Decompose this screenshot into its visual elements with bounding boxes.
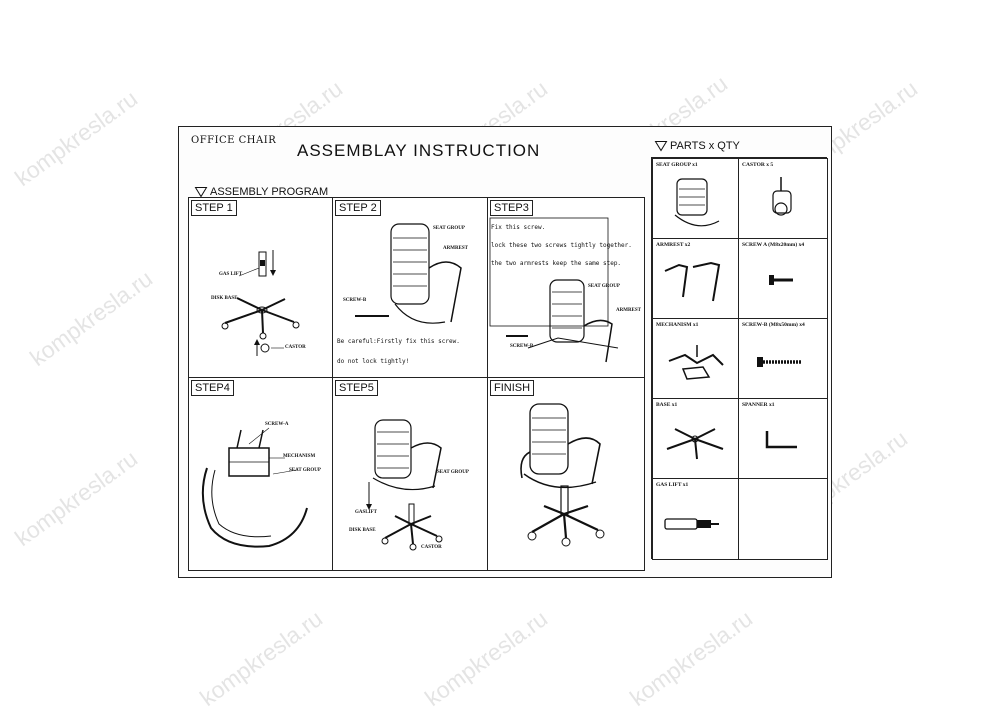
- mechanism-callout: MECHANISM: [283, 454, 316, 459]
- screw-b-icon: [757, 357, 801, 367]
- part-mechanism: MECHANISM x1: [652, 318, 740, 400]
- step-4-label: STEP4: [191, 380, 234, 396]
- part-screw-a: SCREW A (M8x20mm) x4: [738, 238, 828, 320]
- part-spanner: SPANNER x1: [738, 398, 828, 480]
- castor-callout: CASTOR: [421, 545, 442, 550]
- part-armrest: ARMREST x2: [652, 238, 740, 320]
- part-name: GAS LIFT x1: [656, 482, 689, 488]
- parts-label: PARTS x QTY: [670, 140, 740, 152]
- step-5-panel: STEP5 SEAT GROUP: [332, 377, 489, 571]
- gas-lift-icon: [664, 518, 719, 530]
- step-2-note-line-1: Be careful:Firstly fix this screw.: [337, 338, 460, 345]
- part-name: BASE x1: [656, 402, 678, 408]
- step-3-label: STEP3: [490, 200, 533, 216]
- triangle-down-icon: [194, 187, 208, 198]
- step-3-note-line-2: lock these two screws tightly together.: [491, 242, 632, 249]
- gaslift-callout: GASLIFT: [355, 510, 377, 515]
- watermark: kompkresla.ru: [195, 605, 328, 712]
- part-screw-b: SCREW-B (M8x50mm) x4: [738, 318, 828, 400]
- parts-table: SEAT GROUP x1 CASTOR x 5 ARMREST x2: [651, 157, 828, 560]
- part-name: CASTOR x 5: [742, 162, 774, 168]
- armrest-callout: ARMREST: [616, 308, 642, 313]
- part-name: MECHANISM x1: [656, 322, 699, 328]
- watermark: kompkresla.ru: [10, 85, 143, 192]
- assembly-area: STEP 1: [188, 197, 645, 571]
- step-3-panel: STEP3 Fix this screw. lock these two scr…: [487, 197, 645, 379]
- part-gas-lift: GAS LIFT x1: [652, 478, 740, 560]
- office-chair-label: OFFICE CHAIR: [191, 135, 277, 146]
- finish-label: FINISH: [490, 380, 535, 396]
- step-4-panel: STEP4 SCREW-A MECHANISM SEAT GROUP: [188, 377, 334, 571]
- step-2-label: STEP 2: [335, 200, 381, 216]
- disk-base-callout: DISK BASE: [211, 296, 238, 301]
- finish-panel: FINISH: [487, 377, 645, 571]
- part-empty: [738, 478, 828, 560]
- parts-heading: PARTS x QTY: [654, 140, 740, 152]
- part-name: SEAT GROUP x1: [656, 162, 698, 168]
- gas-lift-callout: GAS LIFT: [219, 272, 243, 277]
- watermark: kompkresla.ru: [625, 605, 758, 712]
- step-2-panel: STEP 2 SEAT GROUP ARMREST SCREW-B Be car…: [332, 197, 489, 379]
- watermark: kompkresla.ru: [25, 265, 158, 372]
- seat-group-callout: SEAT GROUP: [588, 284, 620, 289]
- seat-group-icon: [674, 178, 720, 227]
- armrest-icon: [664, 261, 721, 302]
- triangle-down-icon: [654, 141, 668, 152]
- step-3-note-line-1: Fix this screw.: [491, 224, 546, 231]
- part-base: BASE x1: [652, 398, 740, 480]
- screw-b-callout: SCREW-B: [510, 344, 534, 349]
- watermark: kompkresla.ru: [10, 445, 143, 552]
- disk-base-callout: DISK BASE: [349, 528, 376, 533]
- step-1-panel: STEP 1: [188, 197, 334, 379]
- part-name: SPANNER x1: [742, 402, 775, 408]
- finished-chair-illustration: [520, 403, 605, 547]
- page-title: ASSEMBLAY INSTRUCTION: [297, 141, 541, 160]
- seat-group-callout: SEAT GROUP: [289, 468, 321, 473]
- screw-a-callout: SCREW-A: [265, 422, 289, 427]
- screw-a-icon: [769, 275, 793, 285]
- step-1-label: STEP 1: [191, 200, 237, 216]
- part-name: ARMREST x2: [656, 242, 691, 248]
- instruction-sheet: OFFICE CHAIR ASSEMBLAY INSTRUCTION ASSEM…: [178, 126, 832, 578]
- part-name: SCREW-B (M8x50mm) x4: [742, 322, 805, 328]
- step-5-label: STEP5: [335, 380, 378, 396]
- watermark: kompkresla.ru: [420, 605, 553, 712]
- step-5-illustration: [366, 419, 443, 551]
- step-1-illustration: [221, 250, 300, 356]
- assembly-program-label: ASSEMBLY PROGRAM: [210, 186, 329, 198]
- assembly-program-heading: ASSEMBLY PROGRAM: [194, 186, 329, 198]
- part-castor: CASTOR x 5: [738, 158, 828, 240]
- part-seat-group: SEAT GROUP x1: [652, 158, 740, 240]
- castor-callout: CASTOR: [285, 345, 306, 350]
- seat-group-callout: SEAT GROUP: [437, 470, 469, 475]
- seat-group-callout: SEAT GROUP: [433, 226, 465, 231]
- castor-icon: [772, 177, 792, 216]
- step-3-note-line-3: the two armrests keep the same step.: [491, 260, 622, 267]
- step-2-illustration: [355, 223, 462, 324]
- step-2-note-line-2: do not lock tightly!: [337, 358, 410, 365]
- spanner-icon: [765, 431, 797, 449]
- armrest-callout: ARMREST: [443, 246, 469, 251]
- mechanism-icon: [668, 345, 724, 380]
- step-3-illustration: [489, 217, 619, 363]
- step-4-illustration: [201, 427, 308, 548]
- screw-b-callout: SCREW-B: [343, 298, 367, 303]
- base-icon: [666, 428, 724, 460]
- part-name: SCREW A (M8x20mm) x4: [742, 242, 805, 248]
